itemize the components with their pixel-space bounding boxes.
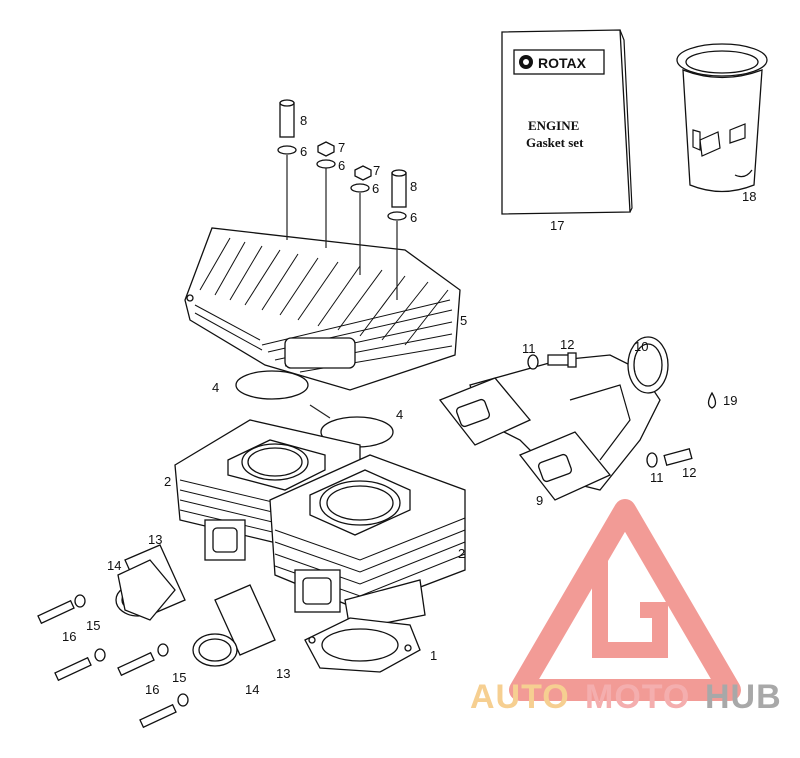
label-13b: 13	[276, 666, 290, 681]
label-16b: 16	[145, 682, 159, 697]
watermark-triangle	[509, 499, 741, 701]
label-16a: 16	[62, 629, 76, 644]
label-2a: 2	[164, 474, 171, 489]
intake-flange-right	[192, 584, 276, 667]
booklet-title-line2: Gasket set	[526, 135, 584, 150]
label-7a: 7	[338, 140, 345, 155]
label-15b: 15	[172, 670, 186, 685]
label-6d: 6	[410, 210, 417, 225]
washer-left	[277, 145, 297, 155]
exhaust-manifold	[469, 336, 669, 491]
label-6a: 6	[300, 144, 307, 159]
label-12a: 12	[560, 337, 574, 352]
o-rings	[235, 370, 394, 448]
label-4a: 4	[212, 380, 219, 395]
label-13a: 13	[148, 532, 162, 547]
cylinder-liner	[676, 43, 768, 193]
label-15a: 15	[86, 618, 100, 633]
head-fasteners	[277, 99, 407, 300]
cylinder-head	[184, 227, 461, 391]
cylinder-right	[269, 454, 466, 631]
lubricant-drop-icon	[707, 391, 717, 409]
label-6c: 6	[372, 181, 379, 196]
label-8b: 8	[410, 179, 417, 194]
exhaust-gaskets	[438, 377, 612, 501]
watermark-inner-mark	[592, 560, 668, 658]
base-gasket	[304, 617, 421, 673]
label-1: 1	[430, 648, 437, 663]
part-labels: 1 2 2 4 4 5 6 6 6 6 7 7 8 8 9 10 11 11 1…	[62, 113, 756, 697]
label-7b: 7	[373, 163, 380, 178]
label-2b: 2	[458, 546, 465, 561]
label-17: 17	[550, 218, 564, 233]
label-5: 5	[460, 313, 467, 328]
watermark-text-auto: AUTO	[470, 678, 570, 716]
watermark-text-hub: HUB	[705, 678, 782, 716]
bolt-12-bottom	[663, 448, 693, 466]
long-nut-right	[391, 172, 407, 208]
intake-flange-left	[115, 544, 186, 621]
label-8a: 8	[300, 113, 307, 128]
nut-7-left	[317, 141, 335, 157]
washer-11-top	[527, 354, 539, 370]
label-14b: 14	[245, 682, 259, 697]
label-11b: 11	[650, 470, 664, 485]
label-19: 19	[723, 393, 737, 408]
booklet-title-line1: ENGINE	[528, 118, 579, 133]
label-9: 9	[536, 493, 543, 508]
label-11a: 11	[522, 341, 536, 356]
washer-11-bottom	[646, 452, 658, 468]
label-18: 18	[742, 189, 756, 204]
watermark-text-moto: MOTO	[585, 678, 690, 716]
nut-7-right	[354, 165, 372, 181]
label-12b: 12	[682, 465, 696, 480]
label-10: 10	[634, 339, 648, 354]
label-4b: 4	[396, 407, 403, 422]
long-nut-left	[279, 102, 295, 138]
manifold-bolts	[527, 352, 693, 468]
label-6b: 6	[338, 158, 345, 173]
label-14a: 14	[107, 558, 121, 573]
gasket-set-booklet: ROTAX ENGINE Gasket set	[501, 29, 633, 215]
watermark-logo: AUTO MOTO HUB	[470, 499, 782, 716]
booklet-brand: ROTAX	[538, 55, 587, 71]
intake-bolts	[37, 594, 189, 729]
